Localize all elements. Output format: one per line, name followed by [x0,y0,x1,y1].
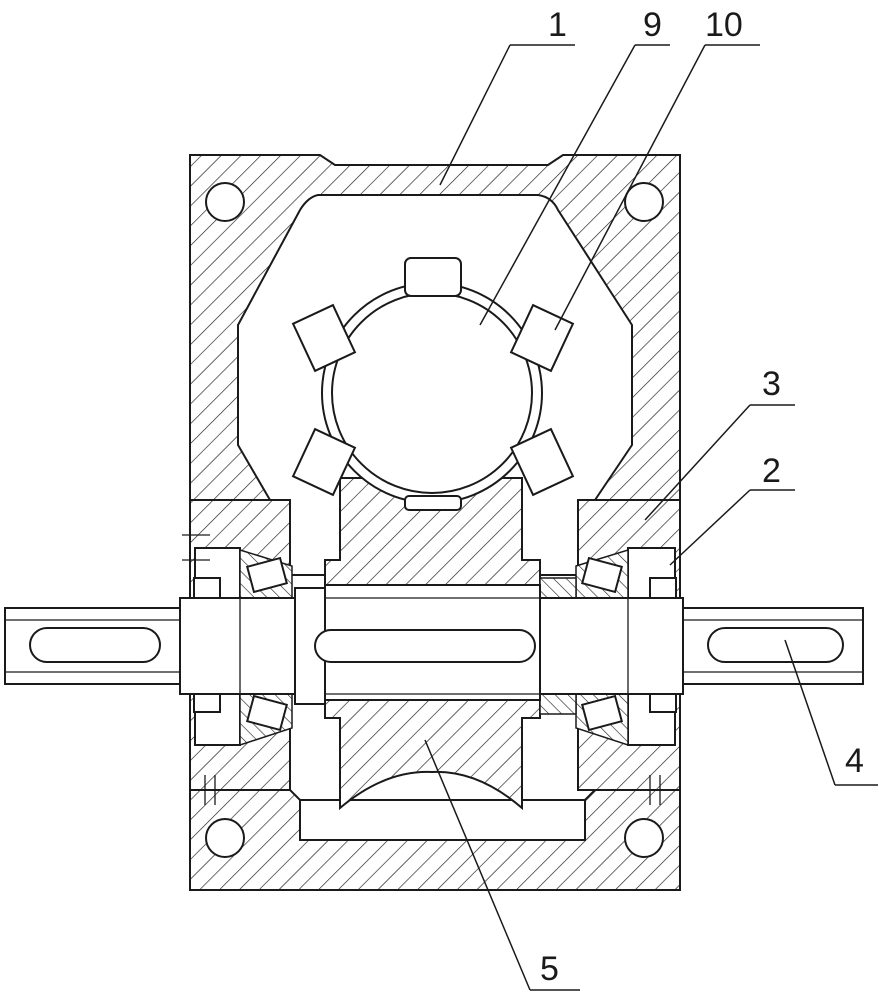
worm-roller-assembly [291,257,575,511]
callout-2: 2 [762,452,781,490]
callout-4: 4 [845,742,864,780]
output-shaft [4,584,864,705]
callout-5: 5 [540,950,559,988]
leader-lines [424,44,878,991]
callout-1: 1 [548,6,567,44]
oil-seals [193,577,677,713]
mounting-holes [205,182,664,858]
worm-wheel [324,477,541,811]
callout-9: 9 [643,6,662,44]
callout-3: 3 [762,365,781,403]
callout-labels: 1 9 10 3 2 4 5 [540,6,864,988]
callout-10: 10 [705,6,743,44]
